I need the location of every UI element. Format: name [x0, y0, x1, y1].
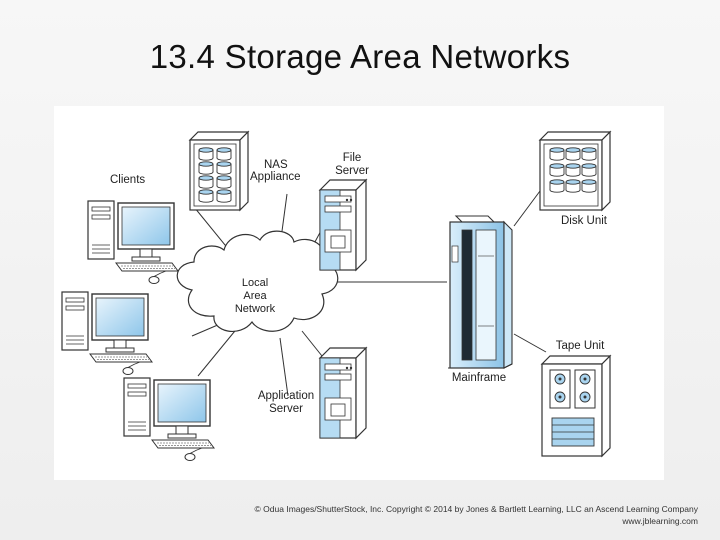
file-server-icon	[319, 179, 367, 271]
file-server-label-1: File	[343, 152, 362, 164]
network-diagram: Local Area Network NAS Appliance File Se…	[61, 130, 612, 462]
clients-label: Clients	[110, 174, 145, 186]
publisher-url: www.jblearning.com	[622, 516, 698, 526]
lan-label-3: Network	[235, 303, 276, 315]
nas-label-1: NAS	[264, 159, 288, 171]
file-server-label-2: Server	[335, 165, 369, 177]
client-computer-icon	[123, 377, 215, 462]
tape-unit-label: Tape Unit	[556, 340, 605, 352]
copyright-text: © Odua Images/ShutterStock, Inc. Copyrig…	[254, 504, 698, 514]
app-server-label-2: Server	[269, 403, 303, 415]
mainframe-icon	[448, 215, 513, 369]
client-computer-icon	[87, 200, 179, 285]
application-server-icon	[319, 347, 367, 439]
tape-unit-icon	[540, 354, 612, 458]
copyright-footer: © Odua Images/ShutterStock, Inc. Copyrig…	[255, 503, 698, 527]
disk-unit-label: Disk Unit	[561, 215, 608, 227]
nas-icon	[188, 130, 250, 212]
app-server-label-1: Application	[258, 390, 314, 402]
lan-label-1: Local	[242, 277, 268, 289]
lan-label-2: Area	[243, 290, 267, 302]
mainframe-label: Mainframe	[452, 372, 506, 384]
nas-label-2: Appliance	[250, 171, 301, 183]
disk-unit-icon	[538, 130, 612, 212]
slide-title: 13.4 Storage Area Networks	[149, 38, 571, 75]
diagram-panel: Local Area Network NAS Appliance File Se…	[54, 106, 664, 480]
client-computer-icon	[61, 291, 153, 376]
